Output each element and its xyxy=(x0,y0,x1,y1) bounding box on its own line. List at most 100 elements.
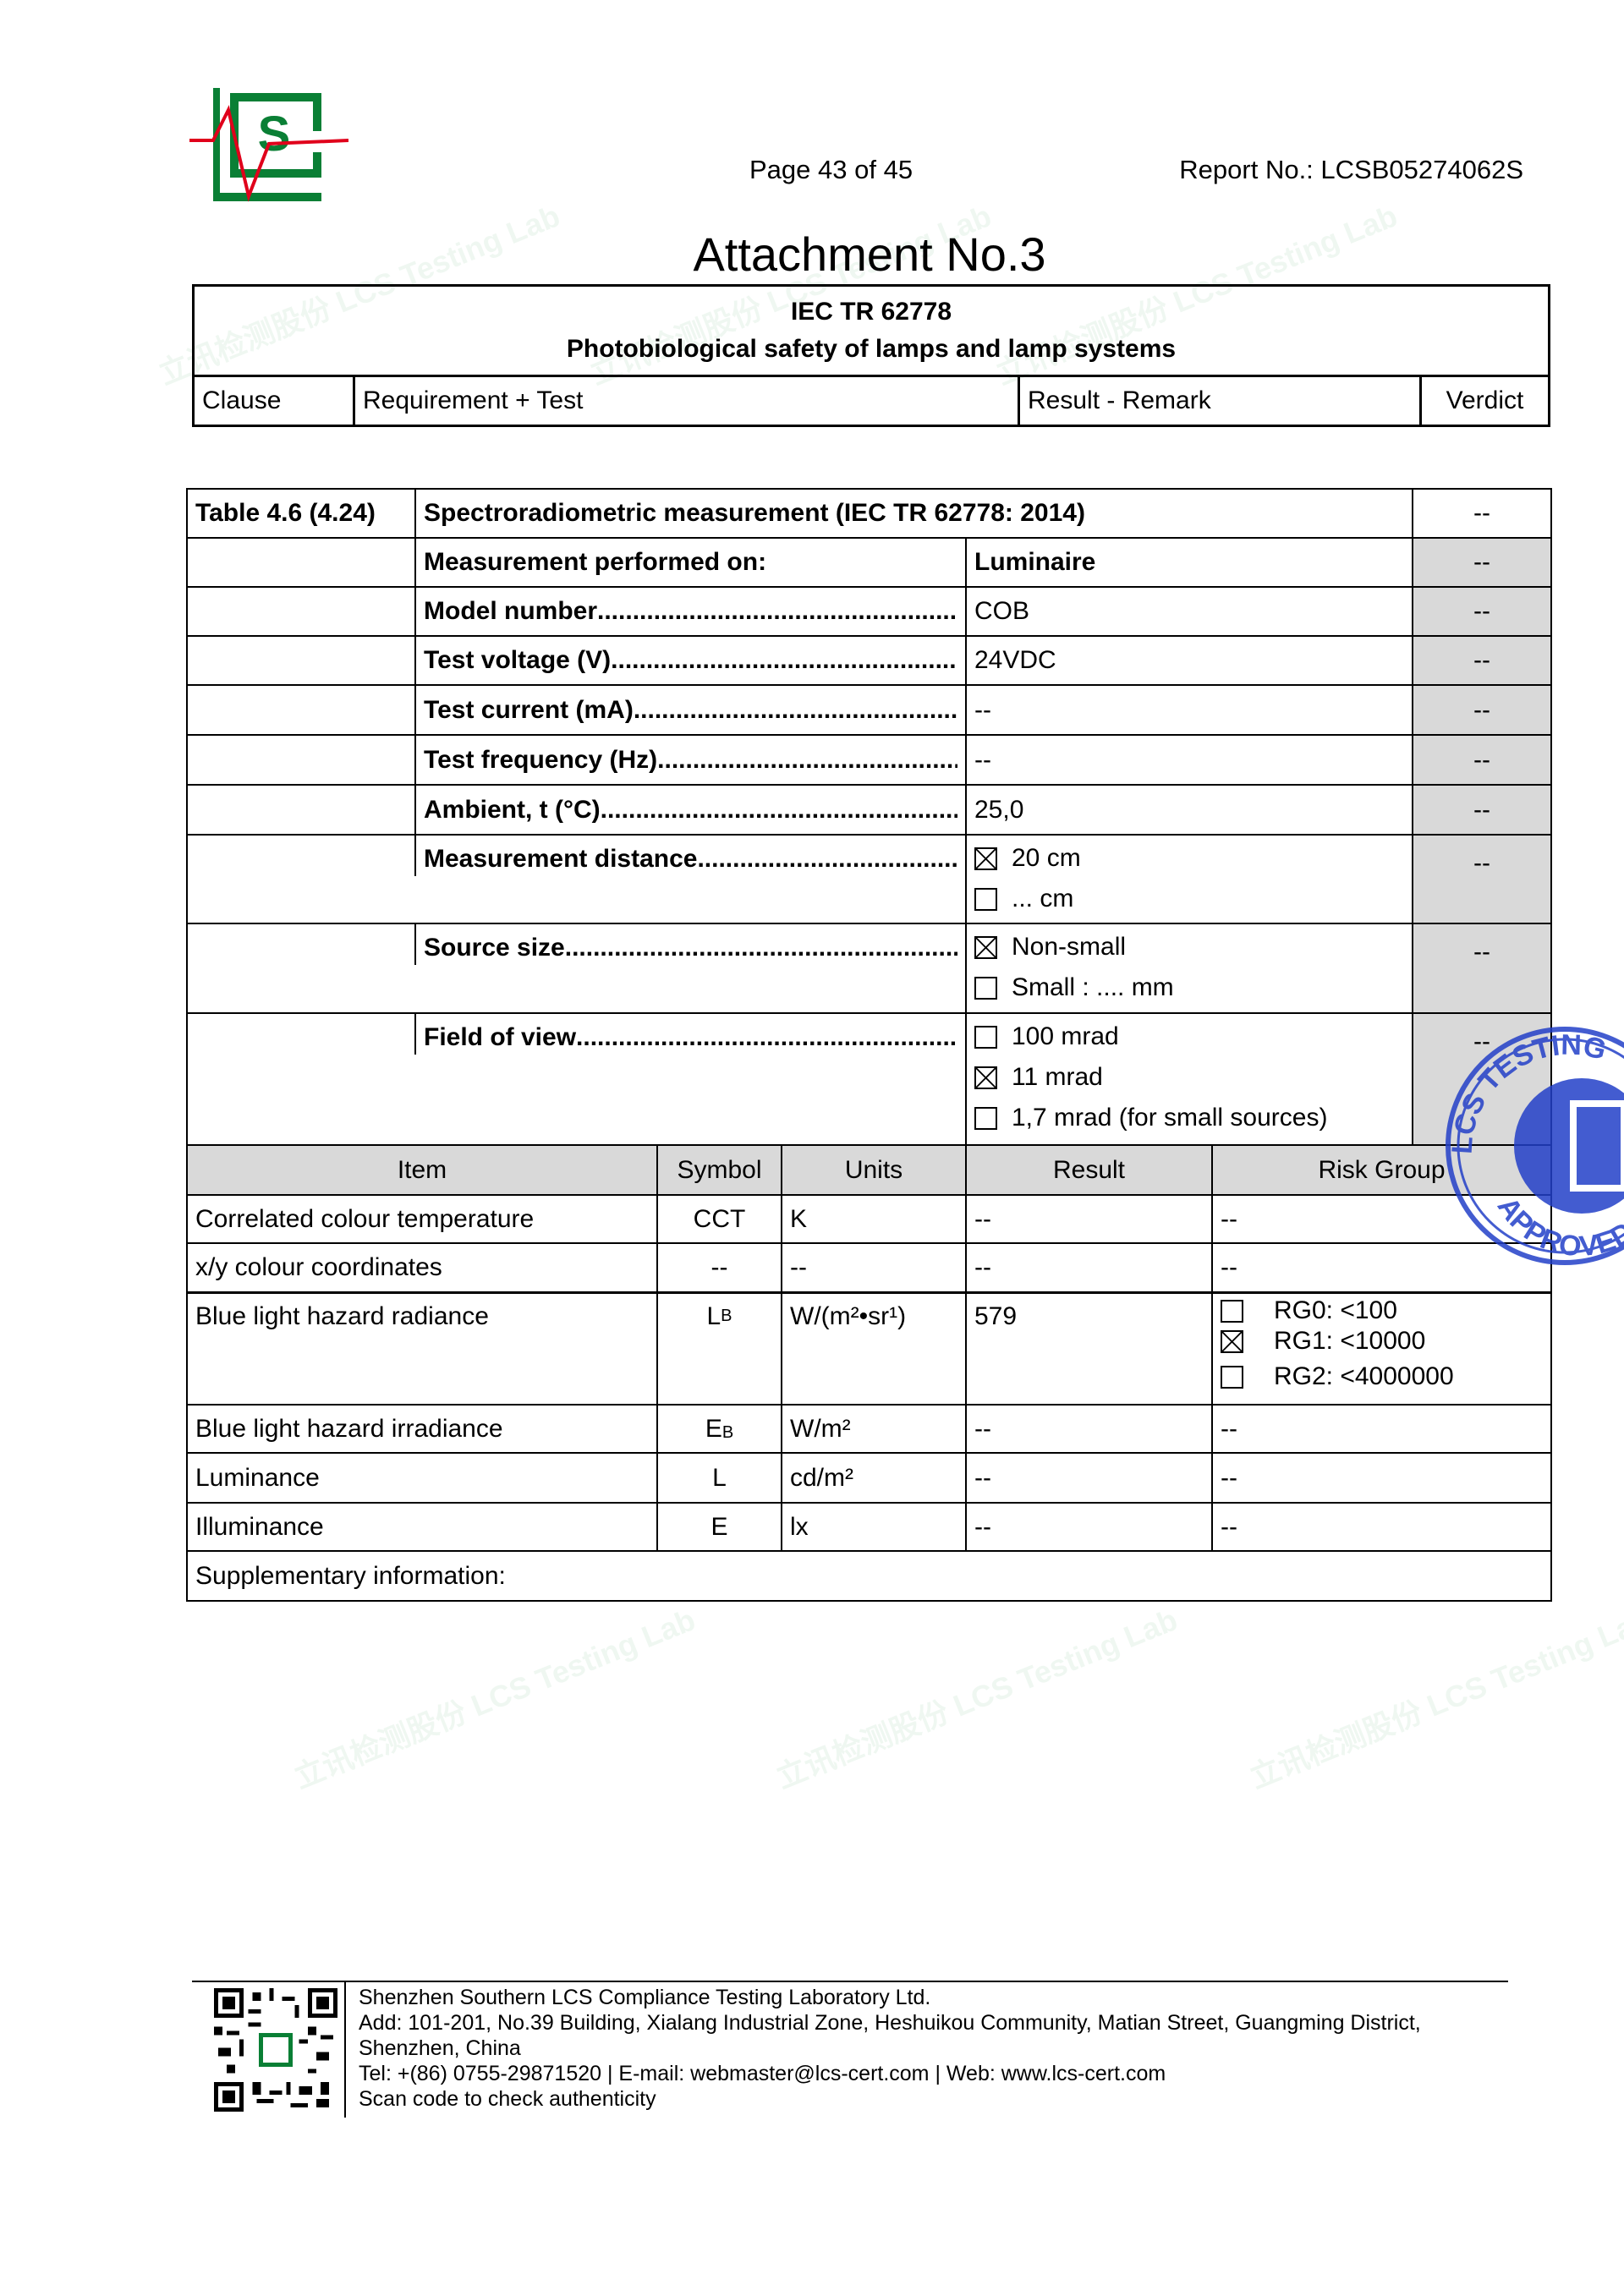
row-value: COB xyxy=(965,588,1412,635)
table-row: Test current (mA) -- -- xyxy=(186,686,1552,736)
checkbox-checked-icon xyxy=(974,935,997,959)
row-verdict: -- xyxy=(1412,686,1552,734)
header-item: Item xyxy=(186,1146,656,1194)
row-label: Test voltage (V) xyxy=(424,646,612,674)
risk-option[interactable]: RG1: <10000 xyxy=(1221,1326,1425,1356)
checkbox-option[interactable]: Small : .... mm xyxy=(974,967,1404,1008)
row-label: Field of view xyxy=(424,1023,577,1051)
table-row: Correlated colour temperature CCT K -- -… xyxy=(186,1196,1552,1244)
standard-name: IEC TR 62778 xyxy=(790,298,952,326)
result-cell: 579 xyxy=(965,1294,1211,1404)
scan-note: Scan code to check authenticity xyxy=(359,2087,656,2111)
checkbox-empty-icon xyxy=(1221,1299,1243,1323)
column-clause: Clause xyxy=(192,375,355,427)
contact-info: Tel: +(86) 0755-29871520 | E-mail: webma… xyxy=(359,2062,1166,2085)
results-header-row: Item Symbol Units Result Risk Group xyxy=(186,1144,1552,1196)
checkbox-option[interactable]: 11 mrad xyxy=(974,1057,1404,1098)
watermark: 立讯检测股份 LCS Testing Lab xyxy=(288,1602,700,1795)
risk-cell: -- xyxy=(1211,1454,1552,1502)
checkbox-option[interactable]: 100 mrad xyxy=(974,1016,1404,1057)
item-cell: Illuminance xyxy=(186,1504,656,1550)
row-label: Ambient, t (°C) xyxy=(424,795,601,824)
verdict-cell: -- xyxy=(1412,490,1552,537)
units-cell: K xyxy=(781,1196,965,1242)
units-cell: cd/m² xyxy=(781,1454,965,1502)
address-line: Add: 101-201, No.39 Building, Xialang In… xyxy=(359,2011,1421,2035)
row-label: Measurement distance xyxy=(424,845,698,873)
row-value: -- xyxy=(965,736,1412,784)
units-cell: W/(m²•sr¹) xyxy=(781,1294,965,1404)
company-name: Shenzhen Southern LCS Compliance Testing… xyxy=(359,1986,931,2009)
checkbox-option[interactable]: 1,7 mrad (for small sources) xyxy=(974,1098,1404,1138)
item-cell: x/y colour coordinates xyxy=(186,1244,656,1291)
table-row: Field of view 100 mrad 11 mrad 1,7 mrad … xyxy=(186,1014,1552,1144)
checkbox-checked-icon xyxy=(974,1066,997,1089)
table-row: Luminance L cd/m² -- -- xyxy=(186,1454,1552,1504)
checkbox-checked-icon xyxy=(974,847,997,870)
row-value: 25,0 xyxy=(965,786,1412,834)
header-units: Units xyxy=(781,1146,965,1194)
risk-cell: -- xyxy=(1211,1406,1552,1452)
risk-option[interactable]: RG0: <100 xyxy=(1221,1296,1397,1326)
row-label: Model number xyxy=(424,597,598,625)
table-row: Ambient, t (°C) 25,0 -- xyxy=(186,786,1552,836)
spectroradiometric-table: Table 4.6 (4.24) Spectroradiometric meas… xyxy=(186,488,1552,1602)
checkbox-empty-icon xyxy=(974,1106,997,1130)
checkbox-option[interactable]: Non-small xyxy=(974,927,1404,967)
row-label: Measurement performed on: xyxy=(414,539,965,586)
row-verdict: -- xyxy=(1412,836,1552,923)
footer-info: Shenzhen Southern LCS Compliance Testing… xyxy=(359,1985,1421,2112)
result-cell: -- xyxy=(965,1454,1211,1502)
clause-cell: Table 4.6 (4.24) xyxy=(186,490,414,537)
risk-cell: -- xyxy=(1211,1196,1552,1242)
checkbox-empty-icon xyxy=(974,1025,997,1049)
risk-cell: -- xyxy=(1211,1244,1552,1291)
table-row: Illuminance E lx -- -- xyxy=(186,1504,1552,1552)
table-row: Measurement distance 20 cm ... cm -- xyxy=(186,836,1552,924)
row-verdict: -- xyxy=(1412,637,1552,684)
header-result: Result xyxy=(965,1146,1211,1194)
row-verdict: -- xyxy=(1412,539,1552,586)
report-number: Report No.: LCSB05274062S xyxy=(1179,155,1523,184)
row-verdict: -- xyxy=(1412,786,1552,834)
row-verdict: -- xyxy=(1412,588,1552,635)
symbol-cell: L xyxy=(656,1454,781,1502)
address-line: Shenzhen, China xyxy=(359,2036,521,2060)
watermark: 立讯检测股份 LCS Testing Lab xyxy=(771,1602,1182,1795)
units-cell: -- xyxy=(781,1244,965,1291)
checkbox-checked-icon xyxy=(1221,1329,1243,1353)
standard-header-table: IEC TR 62778 Photobiological safety of l… xyxy=(192,284,1550,427)
risk-option[interactable]: RG2: <4000000 xyxy=(1221,1356,1454,1397)
checkbox-option[interactable]: 20 cm xyxy=(974,838,1404,879)
lcs-logo: S xyxy=(189,88,348,202)
qr-code-icon[interactable] xyxy=(214,1988,337,2112)
item-cell: Luminance xyxy=(186,1454,656,1502)
table-row: Test frequency (Hz) -- -- xyxy=(186,736,1552,786)
supplementary-row: Supplementary information: xyxy=(186,1552,1552,1602)
checkbox-option[interactable]: ... cm xyxy=(974,879,1404,919)
item-cell: Blue light hazard irradiance xyxy=(186,1406,656,1452)
footer-divider-vertical xyxy=(344,1981,346,2118)
column-requirement: Requirement + Test xyxy=(353,375,1020,427)
units-cell: lx xyxy=(781,1504,965,1550)
item-cell: Blue light hazard radiance xyxy=(186,1294,656,1404)
units-cell: W/m² xyxy=(781,1406,965,1452)
symbol-cell: -- xyxy=(656,1244,781,1291)
checkbox-empty-icon xyxy=(974,976,997,1000)
row-verdict: -- xyxy=(1412,736,1552,784)
row-label: Test frequency (Hz) xyxy=(424,745,658,774)
row-verdict: -- xyxy=(1412,924,1552,1012)
table-title: Spectroradiometric measurement (IEC TR 6… xyxy=(414,490,1412,537)
watermark: 立讯检测股份 LCS Testing Lab xyxy=(1244,1602,1624,1795)
checkbox-empty-icon xyxy=(974,887,997,911)
standard-subtitle: Photobiological safety of lamps and lamp… xyxy=(566,335,1177,363)
table-row: x/y colour coordinates -- -- -- -- xyxy=(186,1244,1552,1294)
risk-cell: -- xyxy=(1211,1504,1552,1550)
header-symbol: Symbol xyxy=(656,1146,781,1194)
result-cell: -- xyxy=(965,1406,1211,1452)
page-number: Page 43 of 45 xyxy=(749,155,914,184)
